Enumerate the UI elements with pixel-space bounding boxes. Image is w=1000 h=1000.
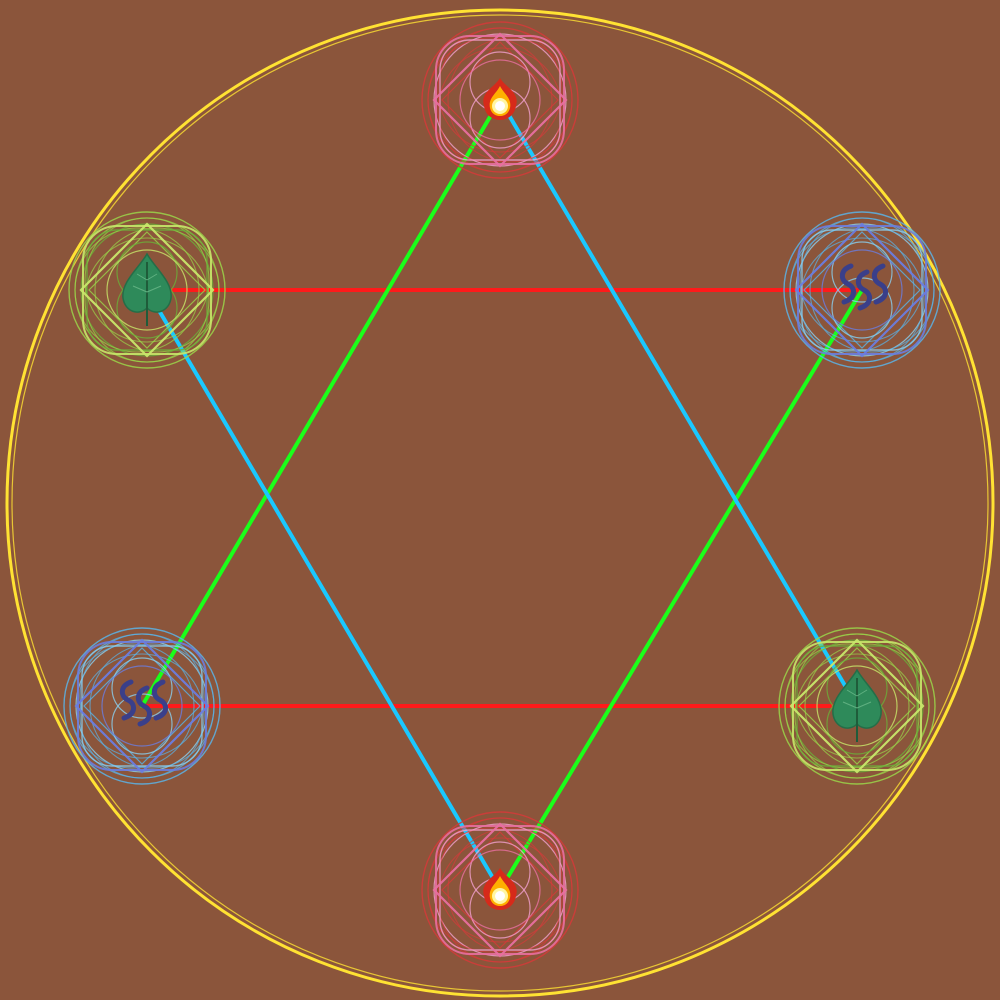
rune-node-bottom-fire[interactable] [421,811,579,969]
link-top-lower-left [140,98,502,708]
link-upper-right-bottom [498,288,864,892]
rune-node-upper-right-water[interactable] [783,211,941,369]
link-upper-left-bottom [145,288,502,892]
link-top-lower-right [498,98,859,708]
fire-icon [483,868,517,910]
water-waves-icon [119,679,168,727]
rune-node-lower-right-earth[interactable] [778,627,936,785]
outer-ring [5,8,995,998]
leaf-icon [832,668,882,742]
water-waves-icon [839,263,888,311]
rune-node-top-fire[interactable] [421,21,579,179]
fire-icon [483,78,517,120]
rune-node-upper-left-earth[interactable] [68,211,226,369]
rune-node-lower-left-water[interactable] [63,627,221,785]
leaf-icon [122,252,172,326]
